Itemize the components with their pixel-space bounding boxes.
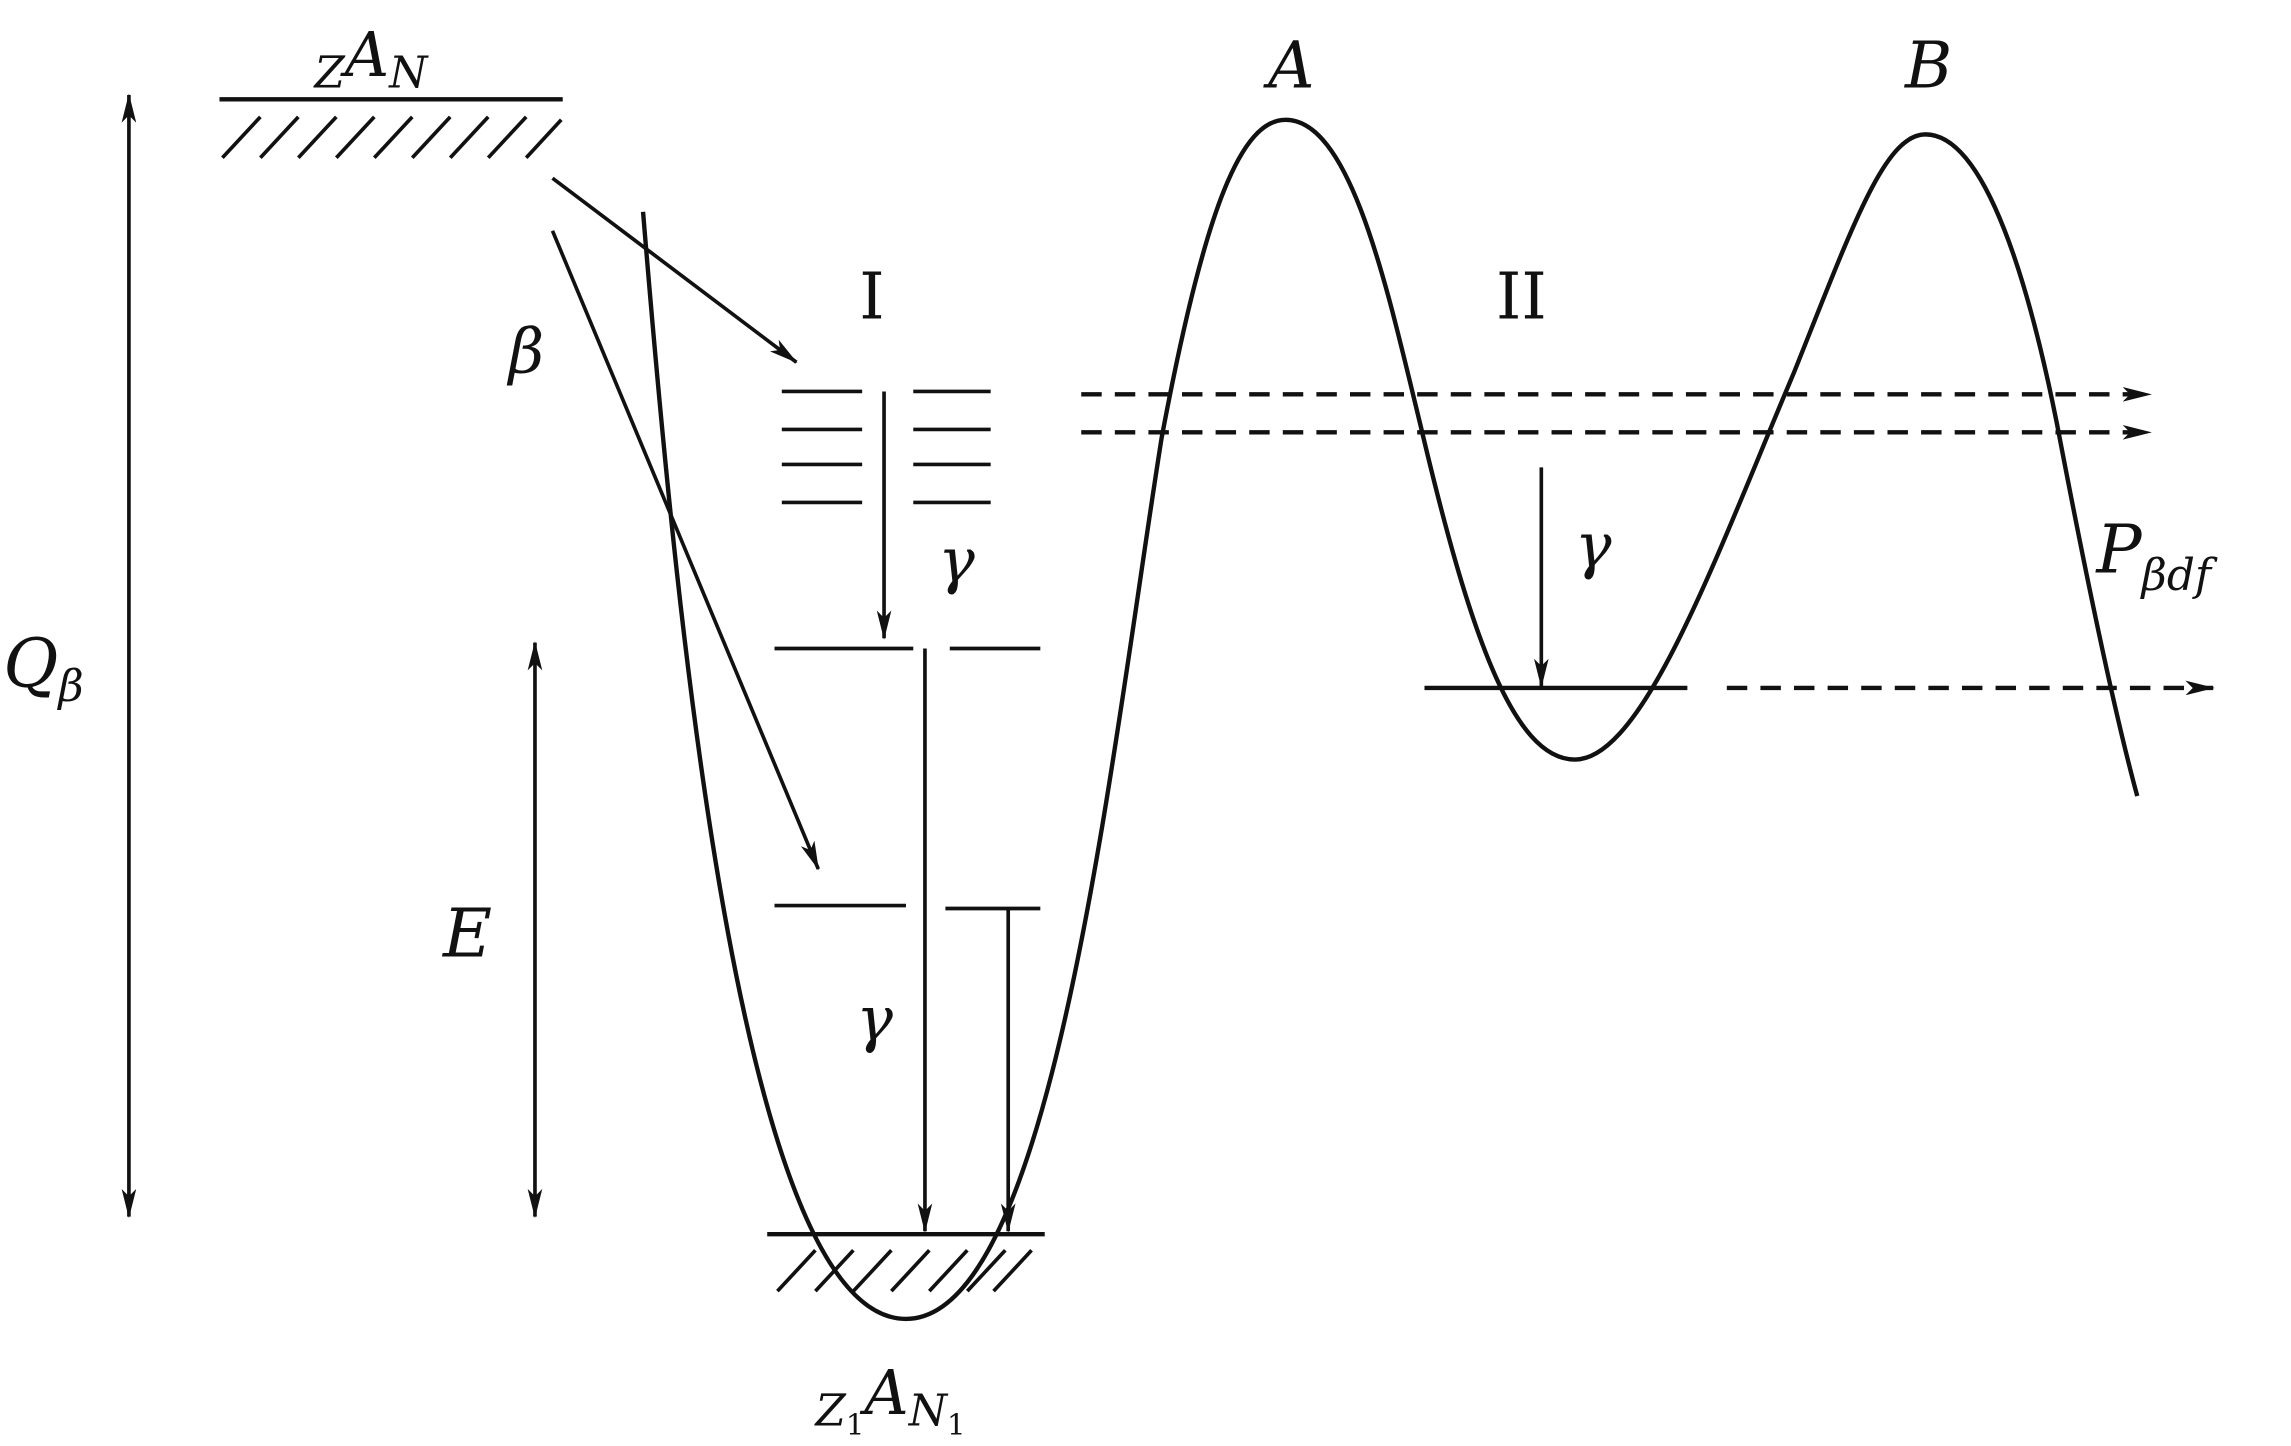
dense-levels bbox=[781, 389, 991, 505]
well-ii-label: II bbox=[1496, 259, 1547, 334]
gamma-label-1: γ bbox=[938, 525, 975, 596]
p-beta-df-label: Pβdf bbox=[2094, 511, 2218, 602]
daughter-ground-level bbox=[767, 1232, 1045, 1293]
gamma-label-3: γ bbox=[1575, 511, 1612, 582]
gamma-label-2: γ bbox=[856, 984, 893, 1055]
energy-label: E bbox=[441, 895, 492, 973]
parent-ground-level bbox=[219, 97, 563, 159]
beta-arrow-high bbox=[551, 176, 798, 364]
level-lower bbox=[774, 903, 1041, 911]
well-i-label: I bbox=[859, 259, 884, 334]
parent-nucleus-label: ZAN bbox=[312, 20, 429, 99]
fission-barrier-curve bbox=[640, 117, 2140, 1322]
q-beta-label: Qβ bbox=[3, 624, 83, 712]
daughter-nucleus-label: Z1AN1 bbox=[813, 1358, 965, 1441]
beta-label: β bbox=[507, 316, 544, 387]
barrier-a-label: A bbox=[1263, 29, 1314, 104]
barrier-b-label: B bbox=[1904, 29, 1952, 104]
beta-arrow-low bbox=[550, 230, 821, 871]
